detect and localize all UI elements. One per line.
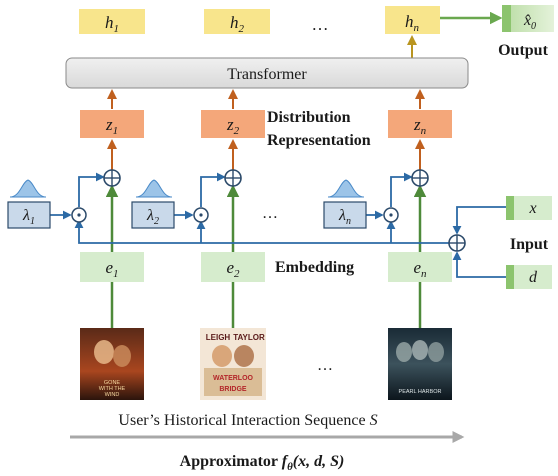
svg-text:h1: h1 [105, 13, 119, 35]
lambda-box-n: λn [323, 201, 367, 229]
svg-text:WIND: WIND [105, 392, 120, 398]
plus-node-2 [224, 169, 242, 187]
gaussian-icon-1 [9, 179, 47, 198]
dist-rep-n: zn [388, 110, 452, 138]
svg-text:x: x [528, 200, 536, 217]
svg-text:z1: z1 [105, 115, 118, 137]
svg-text:LEIGH: LEIGH [206, 333, 231, 342]
input-d-box: d [506, 265, 552, 289]
plus-node-input [448, 234, 466, 252]
lambda-ellipsis: … [262, 205, 278, 222]
hidden-state-2: h2 [204, 9, 270, 35]
movie-poster-n: PEARL HARBOR [388, 328, 452, 400]
plus-node-1 [103, 169, 121, 187]
dist-rep-2: z2 [201, 110, 265, 138]
embedding-2: e2 [201, 252, 265, 282]
blue-routing [50, 172, 506, 278]
svg-text:x̂0: x̂0 [523, 12, 536, 32]
dist-label-line1: Distribution [267, 109, 351, 126]
approximator-label: Approximator fθ(x, d, S) [180, 453, 345, 473]
svg-text:e1: e1 [105, 258, 118, 280]
odot-node-n [383, 207, 399, 223]
output-box: x̂0 [502, 5, 554, 32]
svg-text:PEARL HARBOR: PEARL HARBOR [399, 389, 442, 395]
movie-poster-1: GONE WITH THE WIND [80, 328, 144, 400]
lambda-box-2: λ2 [131, 201, 175, 229]
svg-text:WATERLOO: WATERLOO [213, 375, 253, 382]
embedding-label: Embedding [275, 259, 354, 276]
hidden-state-1: h1 [79, 9, 145, 35]
svg-text:zn: zn [413, 115, 427, 137]
output-label: Output [498, 42, 548, 59]
svg-text:TAYLOR: TAYLOR [233, 333, 265, 342]
hidden-ellipsis: … [312, 15, 329, 34]
gaussian-icon-2 [135, 179, 173, 198]
dist-rep-1: z1 [80, 110, 144, 138]
poster-ellipsis: … [317, 357, 333, 374]
odot-node-1 [71, 207, 87, 223]
sequence-label: User’s Historical Interaction Sequence S [118, 412, 377, 429]
svg-text:λ1: λ1 [22, 207, 35, 227]
transformer-block: Transformer [65, 57, 469, 89]
svg-text:λ2: λ2 [146, 207, 159, 227]
embedding-1: e1 [80, 252, 144, 282]
svg-text:d: d [529, 269, 538, 286]
dist-label-line2: Representation [267, 132, 371, 149]
gaussian-icon-n [327, 179, 365, 198]
svg-text:Transformer: Transformer [227, 66, 307, 83]
lambda-box-1: λ1 [7, 201, 51, 229]
input-x-box: x [506, 196, 552, 220]
svg-text:e2: e2 [226, 258, 240, 280]
svg-text:GONE: GONE [104, 380, 121, 386]
svg-text:λn: λn [338, 207, 351, 227]
svg-text:h2: h2 [230, 13, 245, 35]
movie-poster-2: LEIGH TAYLOR WATERLOO BRIDGE [200, 328, 266, 400]
svg-text:hn: hn [405, 12, 420, 34]
embedding-n: en [388, 252, 452, 282]
input-label: Input [510, 236, 549, 253]
svg-text:WITH THE: WITH THE [99, 386, 126, 392]
svg-text:en: en [413, 258, 427, 280]
svg-text:BRIDGE: BRIDGE [219, 386, 247, 393]
svg-text:z2: z2 [226, 115, 240, 137]
plus-node-n [411, 169, 429, 187]
odot-node-2 [193, 207, 209, 223]
hidden-state-n: hn [385, 6, 440, 34]
